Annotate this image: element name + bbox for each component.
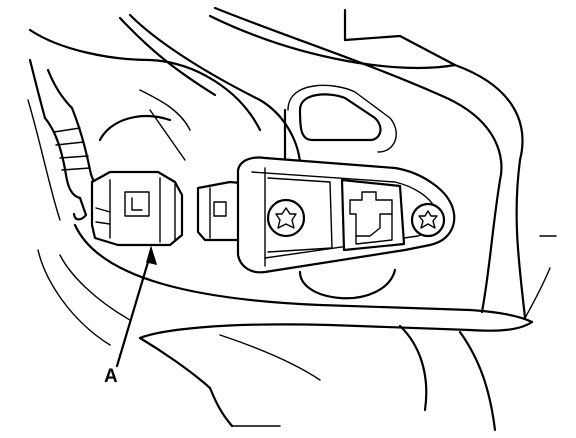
callout-leader-a [115,245,158,368]
arrowhead-icon [146,245,158,266]
wire-harness [28,58,102,221]
bolt-right [410,202,446,238]
bolt-left [266,198,306,238]
impact-sensor [236,156,456,274]
connector [90,170,184,247]
callout-label-a: A [104,366,118,387]
body-panel [27,6,557,432]
body-slot-hole [283,84,397,300]
